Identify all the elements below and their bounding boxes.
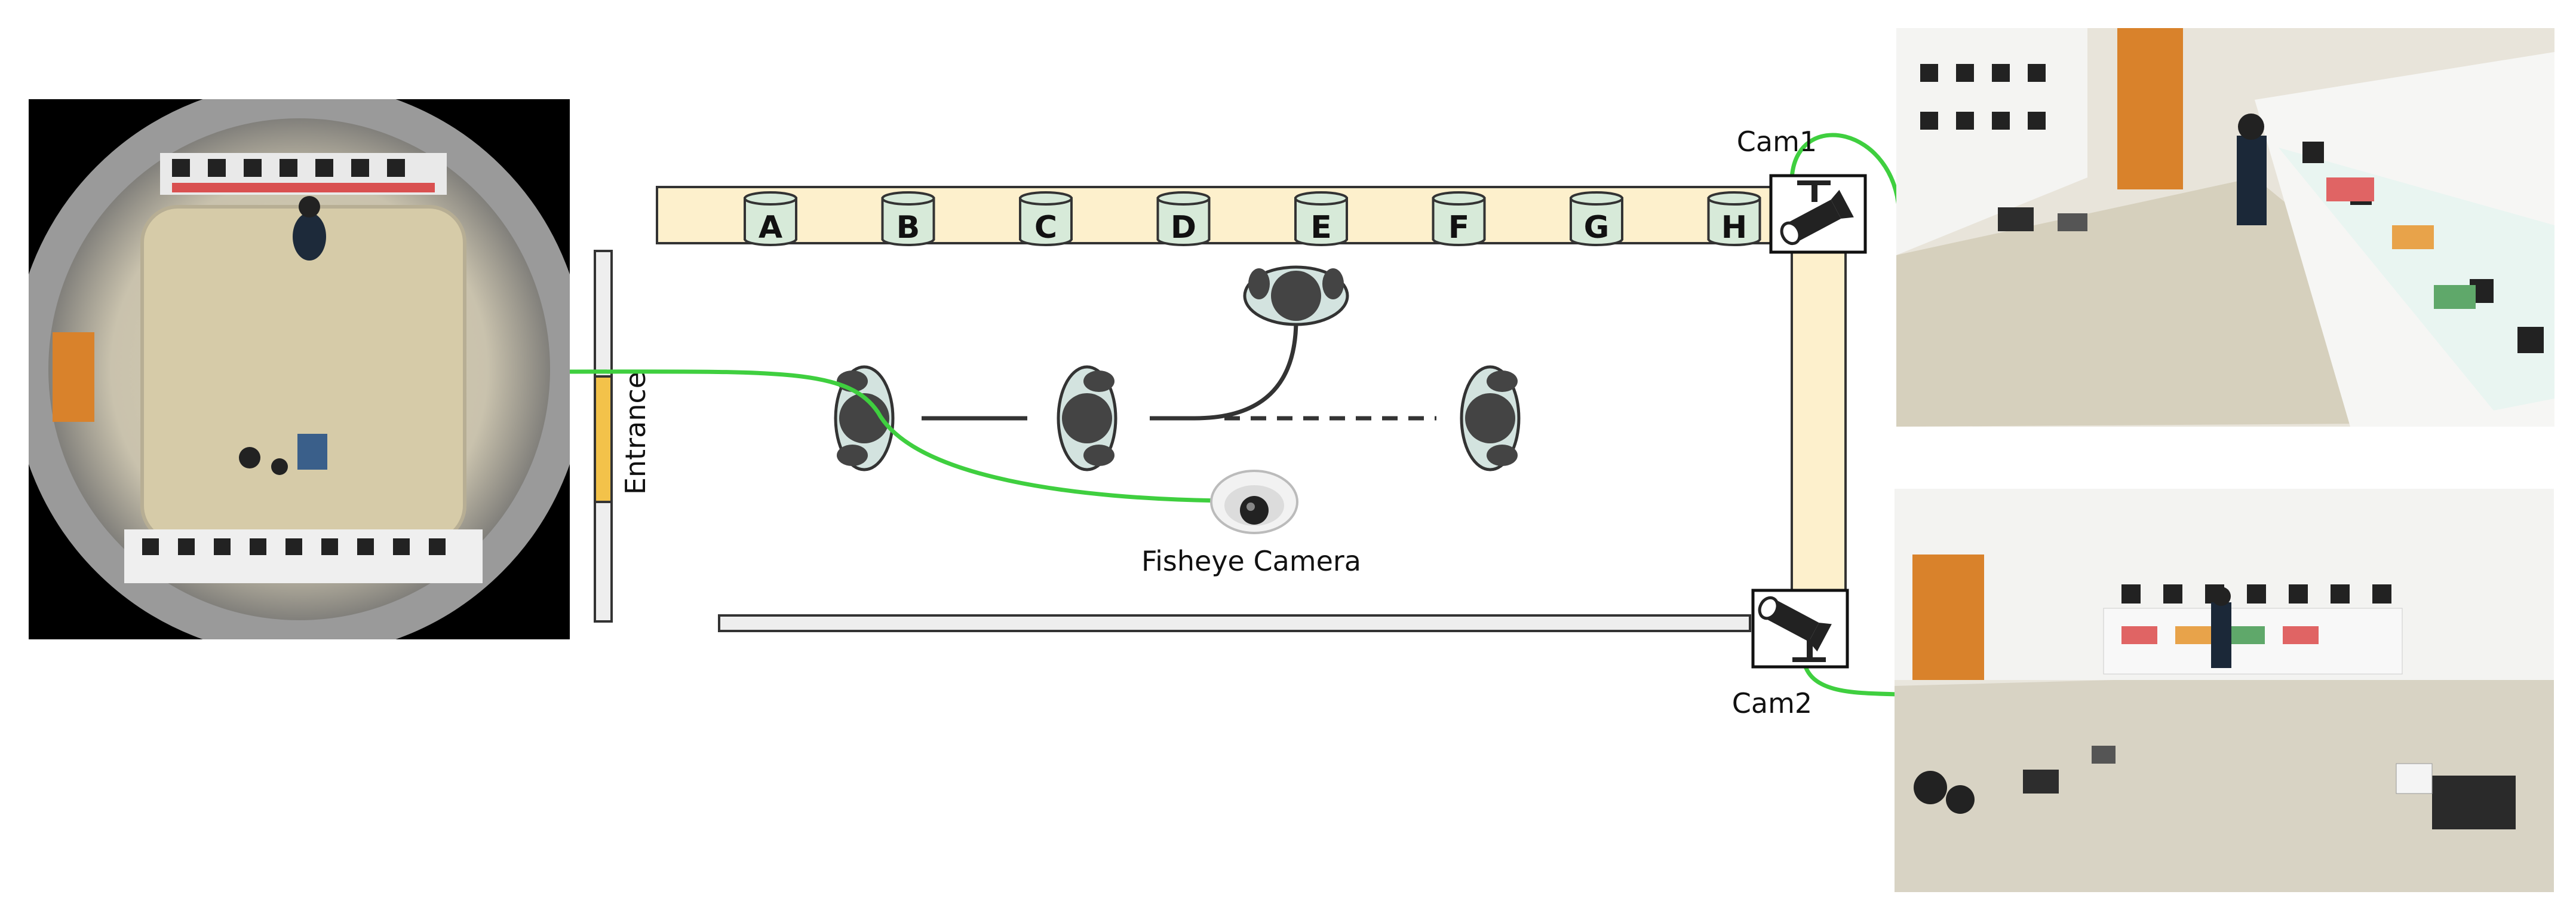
shelf-bin-b: B: [881, 191, 935, 246]
shelf-bin-label: F: [1448, 210, 1470, 246]
fisheye-bottom-shelf: [124, 529, 483, 583]
cam2-cable: [1801, 660, 1900, 697]
shelf-bin-label: G: [1584, 210, 1610, 246]
fisheye-top-shelf: [160, 153, 447, 195]
person-3: [1243, 265, 1349, 326]
cam1-label: Cam1: [1737, 125, 1817, 158]
shelf-bin-f: F: [1432, 191, 1486, 246]
shelf-bin-label: A: [759, 210, 782, 246]
shelf-bin-a: A: [744, 191, 797, 246]
shelf-bin-d: D: [1156, 191, 1211, 246]
shelf-bin-label: C: [1034, 210, 1057, 246]
shelf-bin-label: E: [1310, 210, 1332, 246]
shelf-bin-c: C: [1019, 191, 1073, 246]
cam1-view-photo: [1896, 28, 2554, 427]
cam2-view-photo: [1895, 489, 2554, 892]
entrance-door: [594, 375, 613, 503]
fisheye-cable: [569, 369, 1225, 503]
bottom-wall: [718, 614, 1751, 632]
shelf-bin-g: G: [1570, 191, 1623, 246]
fisheye-laptop: [297, 434, 327, 470]
cam2-icon: [1751, 589, 1849, 669]
right-shelf: [1791, 238, 1847, 607]
path-curve-to-shelf: [1194, 319, 1298, 421]
cam1-icon: [1769, 174, 1867, 254]
fisheye-door: [53, 332, 94, 422]
fisheye-camera-icon: [1210, 470, 1298, 534]
shelf-bin-e: E: [1294, 191, 1348, 246]
person-2: [1057, 365, 1117, 471]
cam1-cable: [1789, 133, 1902, 216]
shelf-bin-label: H: [1721, 210, 1748, 246]
fisheye-camera-label: Fisheye Camera: [1141, 545, 1361, 577]
shelf-bin-label: D: [1171, 210, 1196, 246]
fisheye-person: [293, 213, 326, 261]
fisheye-image: [29, 99, 570, 639]
fisheye-view-photo: [29, 99, 570, 639]
person-1: [834, 365, 895, 471]
cam2-label: Cam2: [1732, 687, 1812, 719]
entrance-label: Entrance: [619, 372, 652, 495]
cam2-image: [1895, 489, 2554, 892]
shelf-bin-label: B: [896, 210, 920, 246]
shelf-bin-h: H: [1707, 191, 1761, 246]
shelf-bins: A B C D E F G H: [744, 191, 1761, 246]
person-4: [1460, 365, 1521, 471]
cam1-image: [1896, 28, 2554, 427]
